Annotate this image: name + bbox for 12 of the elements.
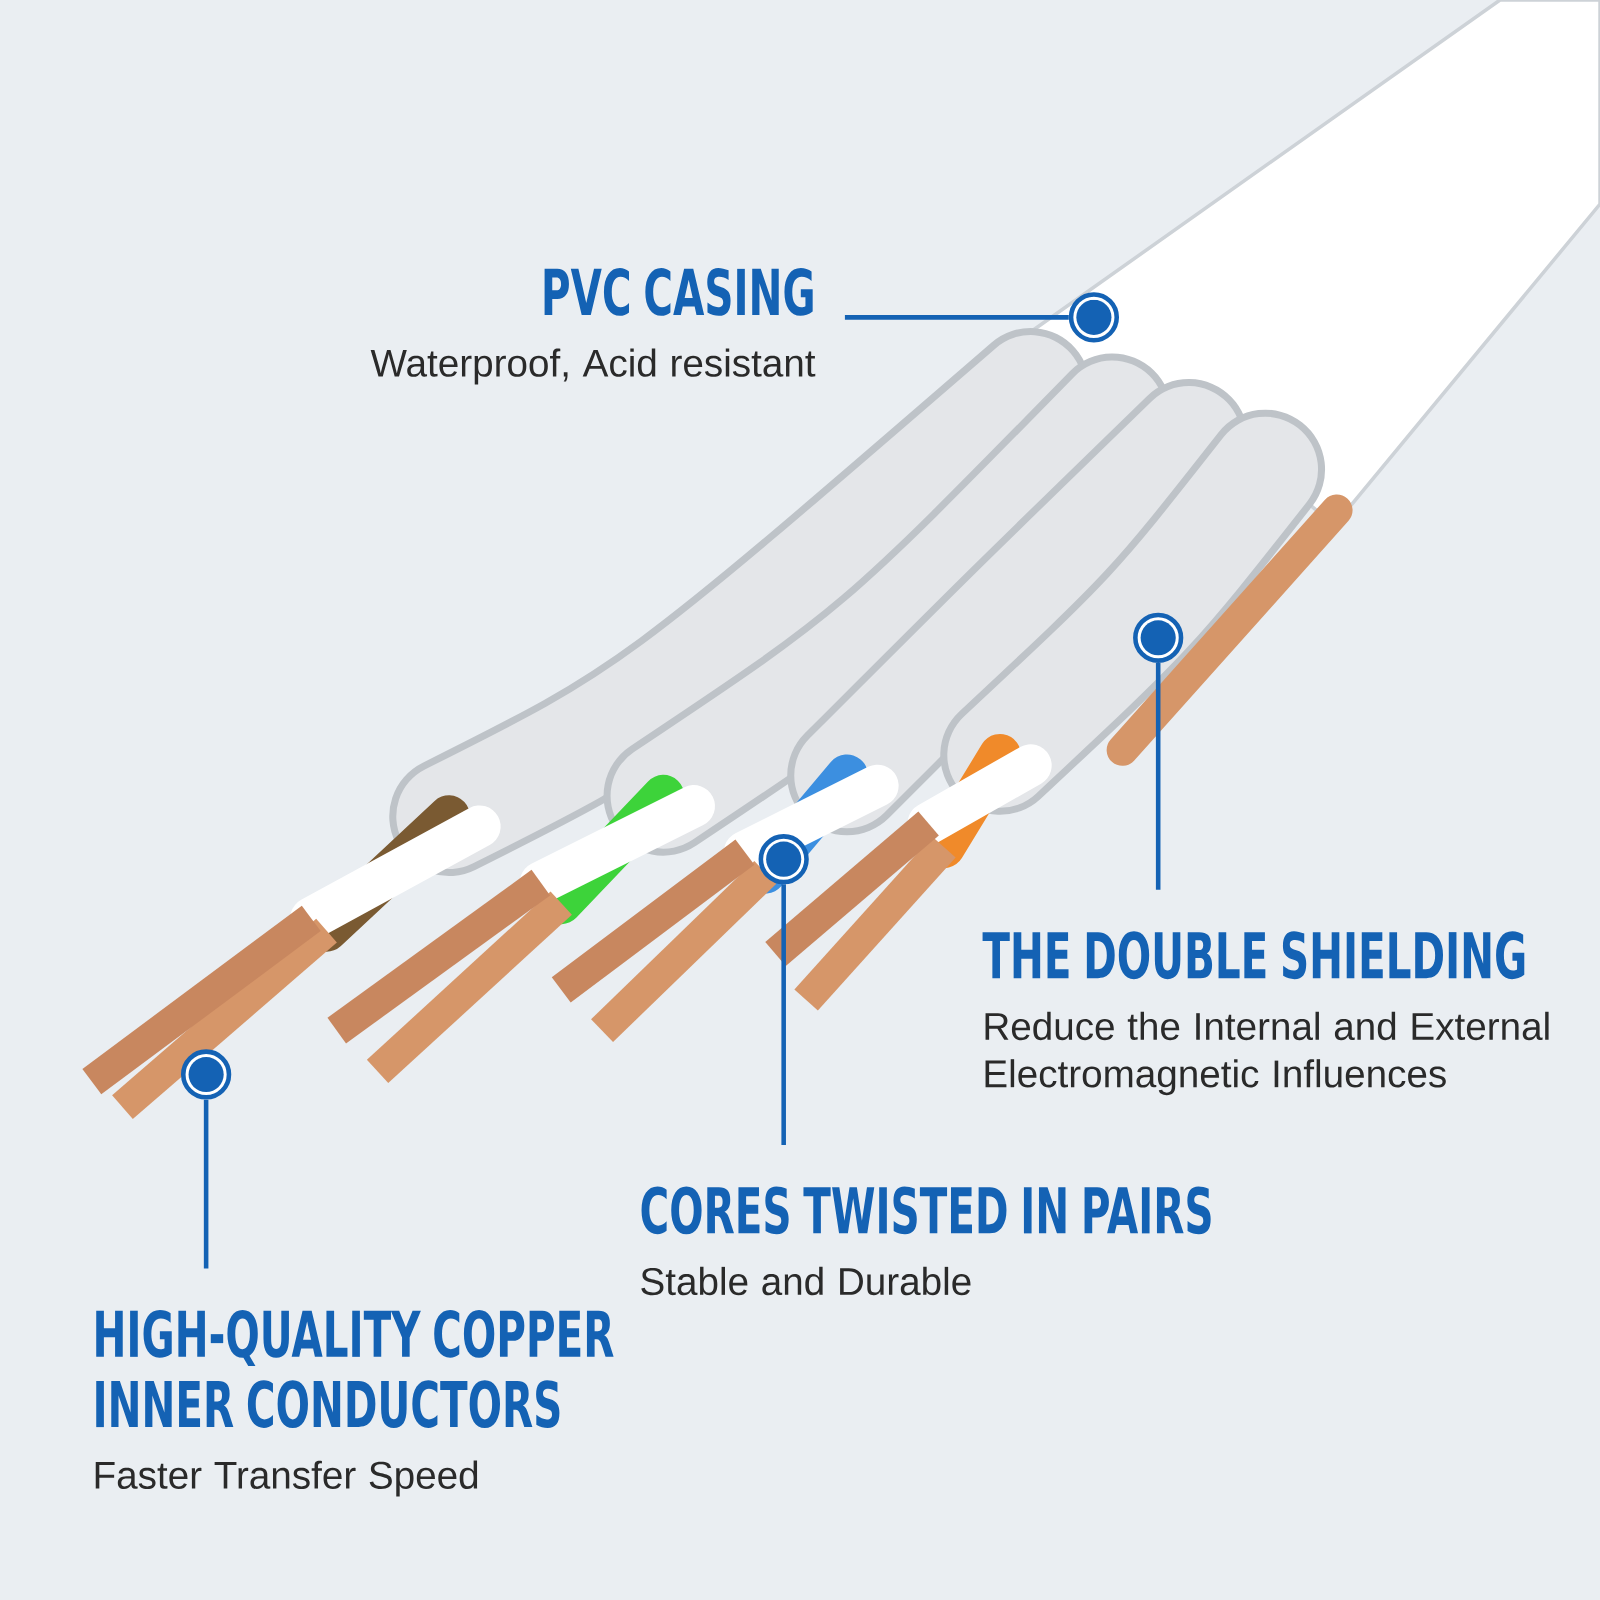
leader-line [844,315,1069,320]
marker-dot [1133,612,1184,663]
leader-line [781,884,786,1145]
callout-text: HIGH-QUALITY COPPER INNER CONDUCTORS Faster Transfer Speed [95,1309,614,1497]
callout-text: CORES TWISTED IN PAIRS Stable and Durable [641,1186,1211,1296]
leader-line [1155,662,1161,890]
leader-line [203,1099,209,1269]
marker-dot [758,834,809,885]
marker-dot [181,1049,232,1100]
marker-dot [1068,292,1119,343]
callout-text: THE DOUBLE SHIELDING Reduce the Internal and External Electromagnetic Influences [982,931,1549,1096]
callout-text: PVC CASING Waterproof, Acid resistant [370,268,816,385]
